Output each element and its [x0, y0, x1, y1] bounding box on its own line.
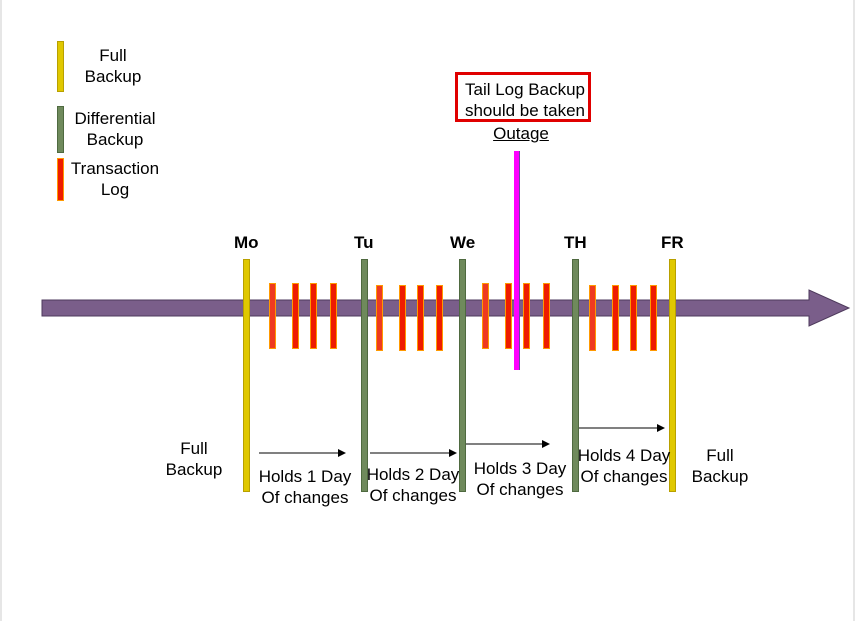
legend-full-line1: Full	[99, 46, 127, 65]
transaction-log-bar	[505, 283, 512, 349]
transaction-log-bar	[417, 285, 424, 351]
day-label-mo: Mo	[234, 233, 259, 252]
outage-marker	[514, 151, 520, 370]
holds-3-line1: Holds 3 Day	[473, 459, 567, 478]
left-border	[0, 0, 2, 621]
tail-log-backup-box	[455, 72, 591, 122]
day-label-tu: Tu	[354, 233, 374, 252]
bottom-full-right-line1: Full	[706, 446, 734, 465]
legend-full-backup-swatch	[57, 41, 64, 92]
transaction-log-bar	[650, 285, 657, 351]
holds-3-line2: Of changes	[476, 480, 564, 499]
tail-log-line2: should be taken	[464, 101, 586, 120]
holds-2-line2: Of changes	[369, 486, 457, 505]
transaction-log-bar	[589, 285, 596, 351]
bottom-full-right-line2: Backup	[691, 467, 749, 486]
transaction-log-bar	[482, 283, 489, 349]
legend-full-backup-label: Full Backup	[73, 45, 153, 87]
transaction-log-bar	[376, 285, 383, 351]
legend-transaction-log-label: Transaction Log	[68, 158, 162, 200]
day-label-fr: FR	[661, 233, 684, 252]
holds-3-day-label: Holds 3 Day Of changes	[470, 458, 570, 500]
transaction-log-bar	[310, 283, 317, 349]
differential-backup-bar-tu	[361, 259, 368, 492]
holds-1-day-label: Holds 1 Day Of changes	[255, 466, 355, 508]
transaction-log-bar	[330, 283, 337, 349]
bottom-full-backup-left: Full Backup	[154, 438, 234, 480]
bottom-full-left-line1: Full	[180, 439, 208, 458]
legend-transaction-line2: Log	[100, 180, 130, 199]
holds-4-day-label: Holds 4 Day Of changes	[574, 445, 674, 487]
holds-2-day-label: Holds 2 Day Of changes	[363, 464, 463, 506]
tail-log-line1: Tail Log Backup	[464, 80, 586, 99]
legend-differential-line1: Differential	[74, 109, 156, 128]
transaction-log-bar	[543, 283, 550, 349]
outage-label: Outage	[493, 124, 549, 143]
holds-2-line1: Holds 2 Day	[366, 465, 460, 484]
legend-transaction-line1: Transaction	[70, 159, 160, 178]
transaction-log-bar	[436, 285, 443, 351]
tail-log-backup-text: Tail Log Backup should be taken	[455, 79, 595, 121]
holds-1-line1: Holds 1 Day	[258, 467, 352, 486]
day-label-th: TH	[564, 233, 587, 252]
day-label-we: We	[450, 233, 476, 252]
legend-differential-backup-swatch	[57, 106, 64, 153]
transaction-log-bar	[630, 285, 637, 351]
transaction-log-bar	[612, 285, 619, 351]
legend-transaction-log-swatch	[57, 158, 64, 201]
holds-1-line2: Of changes	[261, 488, 349, 507]
transaction-log-bar	[292, 283, 299, 349]
transaction-log-bar	[269, 283, 276, 349]
legend-differential-line2: Backup	[86, 130, 144, 149]
full-backup-bar-mo	[243, 259, 250, 492]
transaction-log-bar	[523, 283, 530, 349]
differential-backup-bar-we	[459, 259, 466, 492]
bottom-full-backup-right: Full Backup	[680, 445, 760, 487]
legend-full-line2: Backup	[84, 67, 142, 86]
right-border	[853, 0, 855, 621]
differential-backup-bar-th	[572, 259, 579, 492]
full-backup-bar-fr	[669, 259, 676, 492]
bottom-full-left-line2: Backup	[165, 460, 223, 479]
holds-4-line2: Of changes	[580, 467, 668, 486]
holds-4-line1: Holds 4 Day	[577, 446, 671, 465]
transaction-log-bar	[399, 285, 406, 351]
legend-differential-backup-label: Differential Backup	[70, 108, 160, 150]
